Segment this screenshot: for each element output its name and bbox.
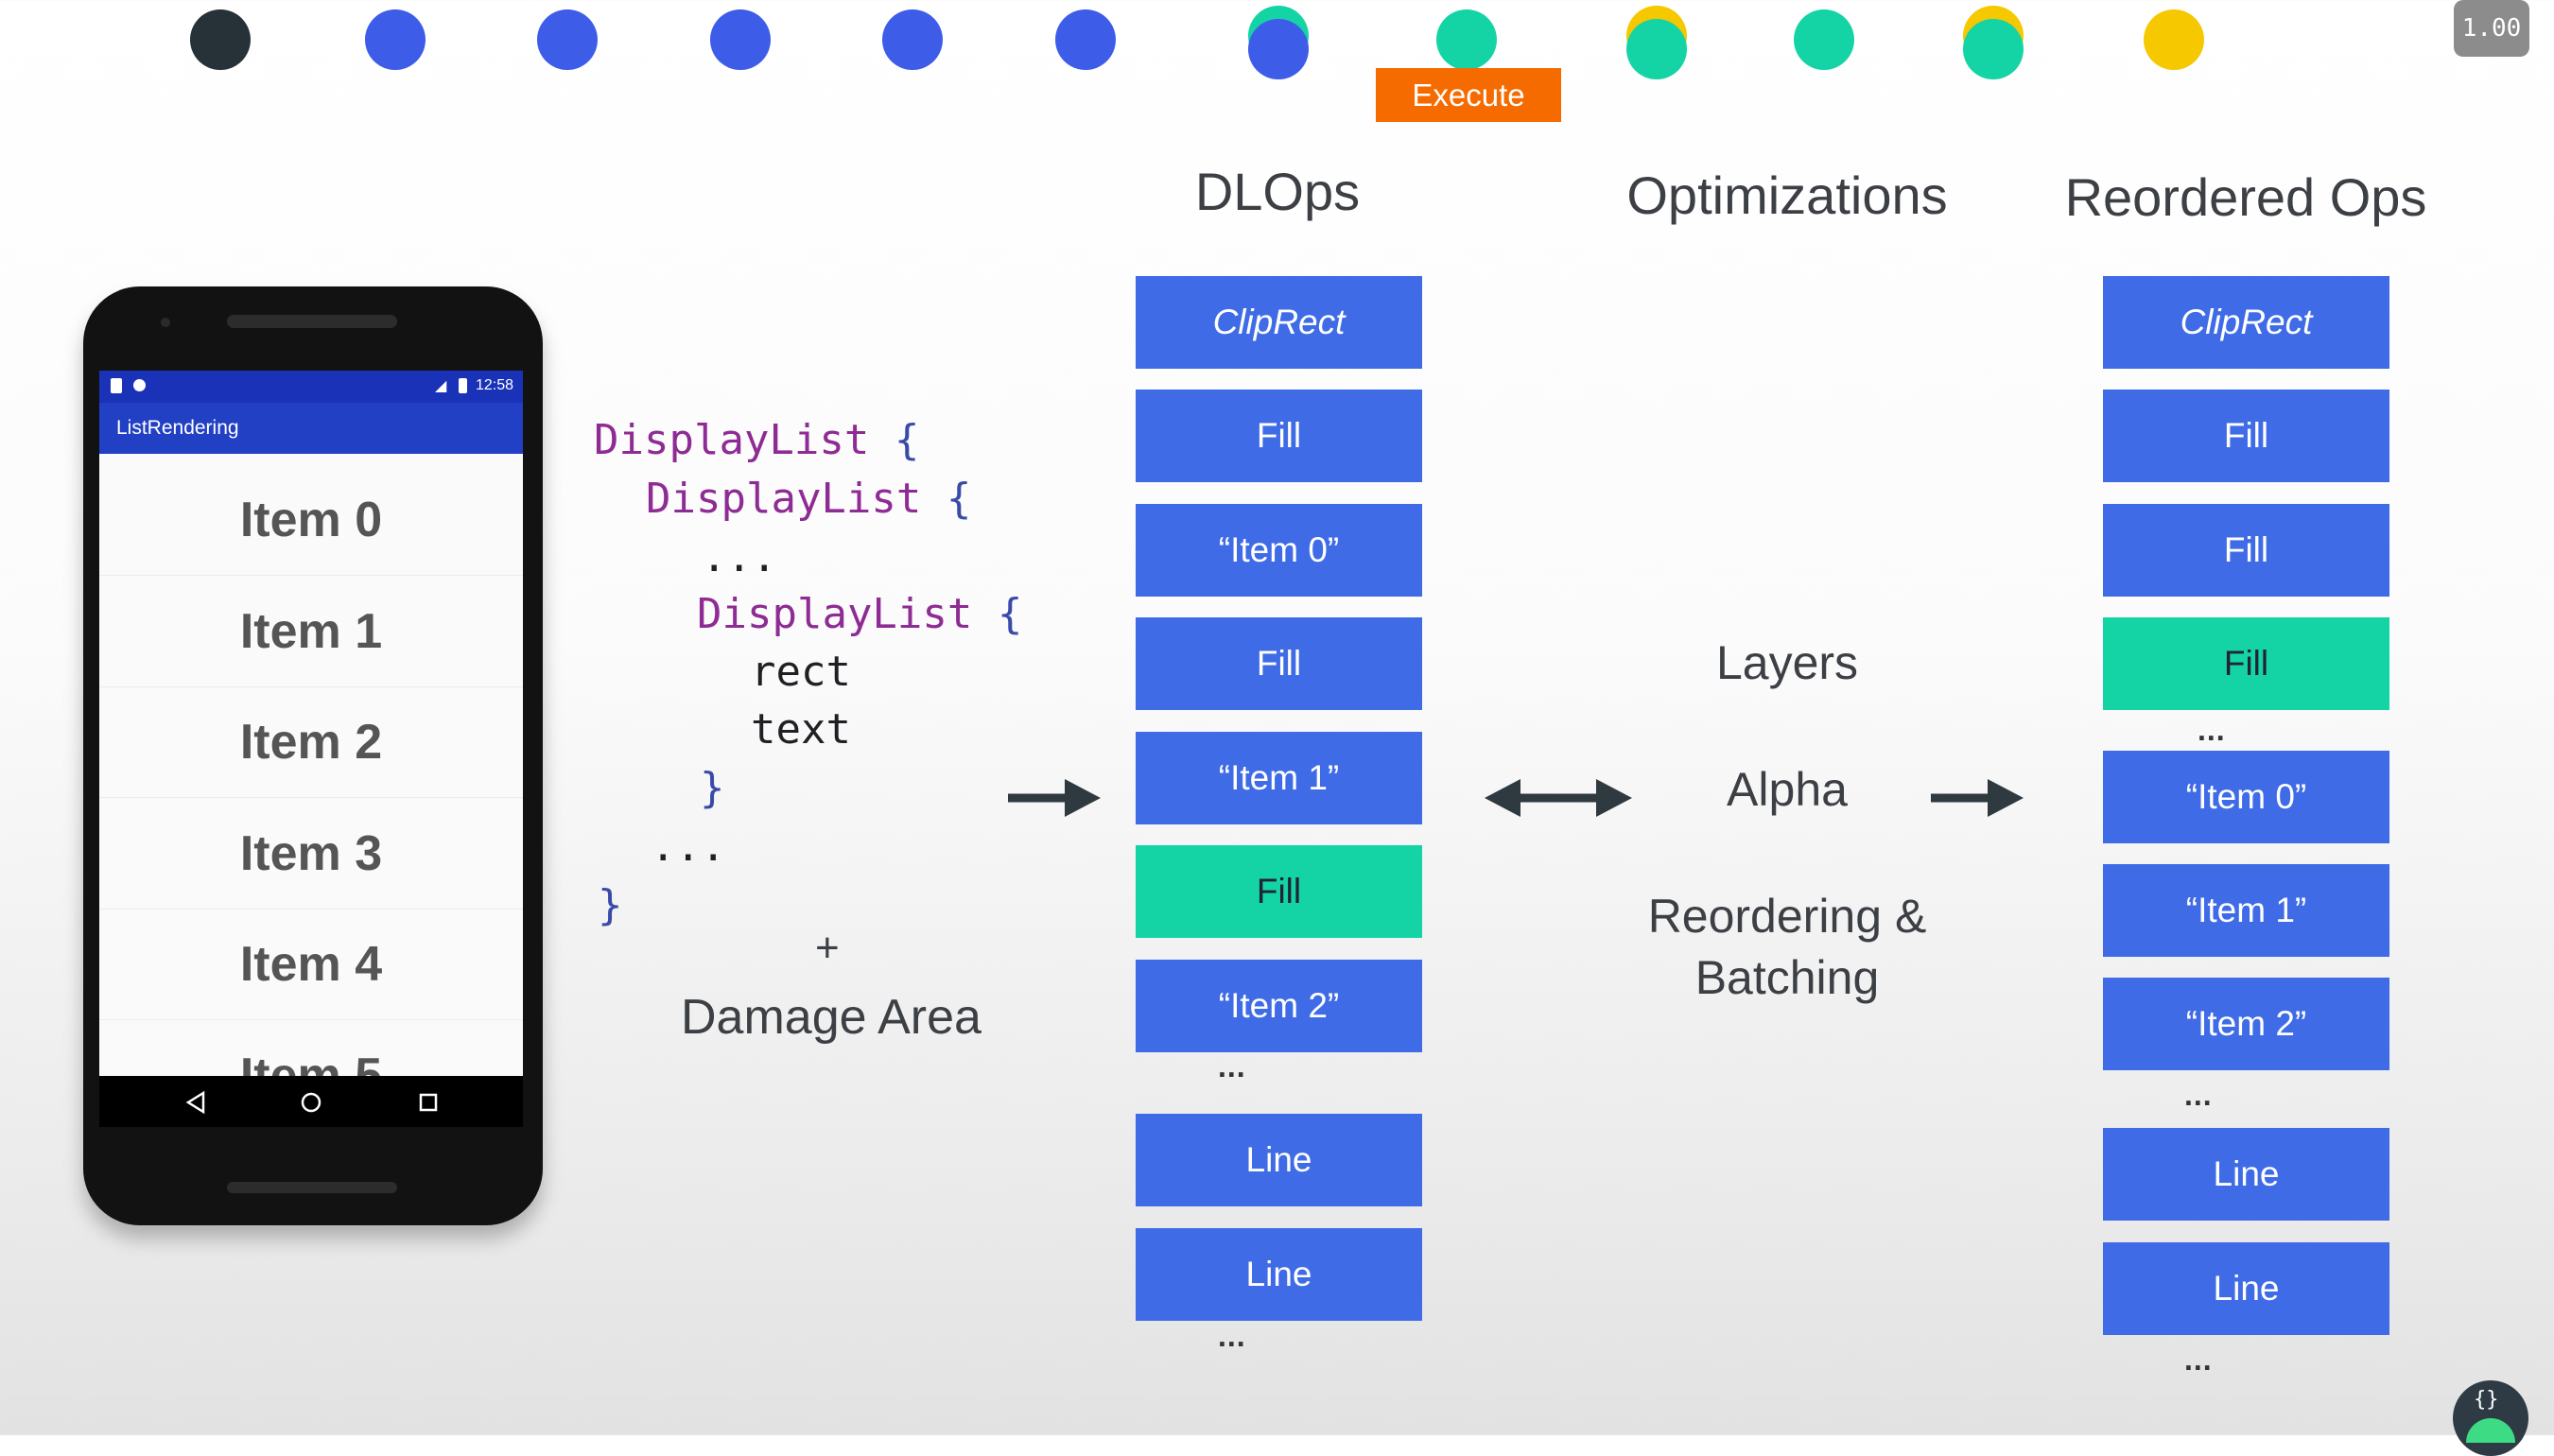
recents-icon[interactable] [415,1089,442,1116]
notification-icon [111,378,122,393]
damage-area-label: Damage Area [681,990,982,1045]
reordered-op: Fill [2103,504,2389,597]
reordered-op: “Item 1” [2103,864,2389,957]
code-line-3: ... [702,533,777,581]
reordered-op: Fill [2103,390,2389,482]
phone-chin-speaker [227,1182,397,1193]
timeline-dot [710,9,771,70]
batching-label: Batching [1694,951,1880,1004]
reordered-ellipsis: ... [2184,1078,2213,1112]
home-icon[interactable] [298,1089,324,1116]
zoom-badge: 1.00 [2454,0,2529,57]
double-arrow-icon [1485,779,1632,817]
list-item[interactable]: Item 0 [99,465,523,576]
list-item[interactable]: Item 2 [99,687,523,798]
timeline-dot [1248,19,1309,79]
timeline-dot [1436,9,1497,70]
reordering-label: Reordering & [1647,890,1927,943]
reordered-op: Fill [2103,617,2389,710]
status-time: 12:58 [476,377,514,393]
optimizations-title: Optimizations [1626,165,1948,225]
reordered-ops-title: Reordered Ops [2064,167,2427,227]
arrow-right-icon [1008,779,1101,817]
timeline-dot [2144,9,2204,70]
android-icon [133,379,146,391]
phone-screen [99,371,523,1127]
dlops-op: Line [1136,1114,1422,1206]
android-head-icon [2466,1418,2515,1443]
dlops-op: Fill [1136,617,1422,710]
app-bar: ListRendering [99,403,523,454]
phone-speaker [227,315,397,328]
reordered-op: ClipRect [2103,276,2389,369]
status-bar: ◢ 12:58 [99,371,523,403]
reordered-ellipsis: ... [2184,1343,2213,1377]
list-item[interactable]: Item 3 [99,799,523,910]
dlops-ellipsis: ... [1218,1319,1246,1353]
alpha-label: Alpha [1727,763,1848,816]
timeline-dot [882,9,943,70]
dlops-ellipsis: ... [1218,1049,1246,1083]
nav-bar [99,1076,523,1127]
timeline-dot [1626,19,1687,79]
dlops-title: DLOps [1194,162,1361,221]
code-line-6: text [751,705,851,754]
arrow-right-icon [1931,779,2024,817]
code-line-2: DisplayList { [646,475,972,523]
timeline-dot [365,9,426,70]
back-icon[interactable] [182,1089,209,1116]
reordered-op: Line [2103,1128,2389,1221]
reordered-op: “Item 0” [2103,751,2389,843]
timeline-dot [1794,9,1854,70]
dlops-op: “Item 2” [1136,960,1422,1052]
list-item[interactable]: Item 5 [239,1049,383,1076]
list-item[interactable]: Item 1 [99,577,523,687]
code-line-9: } [598,881,623,929]
plus-sign: + [815,925,840,971]
reordered-op: “Item 2” [2103,978,2389,1070]
reordered-op: Line [2103,1242,2389,1335]
android-dev-badge: {} [2453,1380,2528,1456]
timeline-dot [1055,9,1116,70]
code-line-8: ... [651,823,726,871]
reordered-ellipsis: ... [2198,713,2226,747]
front-camera [161,318,170,327]
code-line-1: DisplayList { [594,416,920,464]
execute-label: Execute [1376,68,1561,122]
timeline-dot [537,9,598,70]
dlops-op: “Item 0” [1136,504,1422,597]
dlops-op: Fill [1136,845,1422,938]
code-braces-icon: {} [2474,1388,2499,1412]
code-line-7: } [700,764,725,812]
app-title: ListRendering [116,417,239,439]
code-line-4: DisplayList { [697,590,1023,638]
code-line-5: rect [751,648,851,696]
dlops-op: Line [1136,1228,1422,1321]
battery-icon [459,378,467,393]
signal-icon: ◢ [435,378,447,394]
dlops-op: ClipRect [1136,276,1422,369]
dlops-op: “Item 1” [1136,732,1422,824]
timeline-dot [190,9,251,70]
dlops-op: Fill [1136,390,1422,482]
layers-label: Layers [1715,636,1859,689]
list-item[interactable]: Item 4 [99,910,523,1020]
timeline-dot [1963,19,2024,79]
